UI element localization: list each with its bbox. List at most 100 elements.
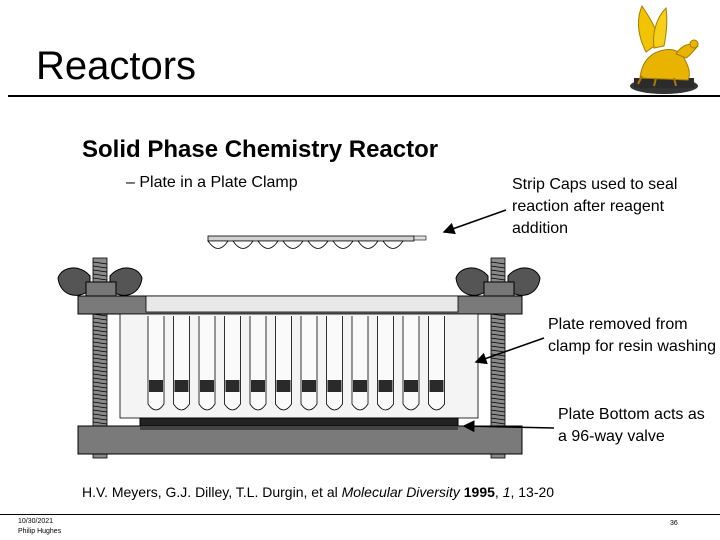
- screw-thread: [490, 269, 506, 273]
- screw-thread: [92, 421, 108, 425]
- screw-thread: [92, 309, 108, 313]
- strip-cap: [257, 240, 279, 249]
- strip-caps: [207, 235, 427, 249]
- screw-thread: [92, 329, 108, 333]
- resin-bead: [327, 380, 342, 392]
- screw-thread: [92, 437, 108, 441]
- screw-thread: [490, 337, 506, 341]
- screw-thread: [92, 357, 108, 361]
- screw-thread: [490, 305, 506, 309]
- screw-thread: [490, 413, 506, 417]
- screw-thread: [92, 353, 108, 357]
- title-divider: [8, 95, 720, 97]
- screw-thread: [490, 321, 506, 325]
- citation-pages: , 13-20: [510, 484, 555, 500]
- screw-thread: [92, 401, 108, 405]
- callout-plate-bottom: Plate Bottom acts as a 96-way valve: [558, 406, 705, 445]
- reaction-well: [198, 316, 216, 411]
- screw-thread: [490, 277, 506, 281]
- screw-thread: [92, 337, 108, 341]
- screw-thread: [490, 325, 506, 329]
- screw-thread: [490, 421, 506, 425]
- screw-thread: [92, 393, 108, 397]
- screw-thread: [92, 425, 108, 429]
- reaction-well: [275, 316, 292, 411]
- resin-bead: [276, 380, 291, 392]
- screw-thread: [490, 345, 506, 349]
- screw-thread: [92, 269, 108, 273]
- griffin-logo-icon: [630, 4, 699, 94]
- citation-journal: Molecular Diversity: [341, 484, 460, 500]
- screw-thread: [490, 357, 506, 361]
- reaction-well: [377, 316, 394, 411]
- resin-bead: [429, 380, 444, 392]
- resin-bead: [404, 380, 418, 392]
- screw-thread: [490, 445, 506, 449]
- screw-thread: [92, 265, 108, 269]
- screw-thread: [92, 449, 108, 453]
- resin-bead: [149, 380, 163, 392]
- left-clamp-screw: [57, 257, 143, 459]
- screw-thread: [92, 345, 108, 349]
- reaction-well: [402, 316, 420, 411]
- resin-bead: [353, 380, 367, 392]
- screw-thread: [490, 273, 506, 277]
- screw-thread: [92, 341, 108, 345]
- screw-thread: [92, 277, 108, 281]
- screw-thread: [92, 301, 108, 305]
- screw-thread: [490, 261, 506, 265]
- screw-thread: [92, 381, 108, 385]
- screw-thread: [92, 361, 108, 365]
- screw-thread: [490, 365, 506, 369]
- screw-thread: [490, 429, 506, 433]
- screw-thread: [92, 433, 108, 437]
- screw-thread: [490, 317, 506, 321]
- resin-bead: [225, 380, 240, 392]
- screw-thread: [490, 449, 506, 453]
- screw-thread: [92, 397, 108, 401]
- screw-thread: [490, 385, 506, 389]
- strip-cap: [307, 240, 329, 249]
- screw-thread: [490, 417, 506, 421]
- strip-cap: [207, 240, 229, 249]
- citation-volume: 1: [502, 484, 511, 500]
- screw-thread: [92, 313, 108, 317]
- footer-divider: [0, 514, 720, 515]
- screw-thread: [92, 305, 108, 309]
- screw-thread: [490, 313, 506, 317]
- screw-thread: [92, 365, 108, 369]
- screw-thread: [92, 445, 108, 449]
- screw-thread: [490, 329, 506, 333]
- slide-subtitle: Solid Phase Chemistry Reactor: [82, 136, 439, 163]
- screw-thread: [490, 377, 506, 381]
- reaction-well: [224, 316, 241, 411]
- screw-thread: [490, 369, 506, 373]
- bullet-plate-clamp: – Plate in a Plate Clamp: [126, 174, 298, 191]
- reaction-well: [173, 316, 190, 411]
- screw-thread: [490, 397, 506, 401]
- reaction-well: [300, 316, 318, 411]
- screw-thread: [490, 381, 506, 385]
- screw-thread: [92, 429, 108, 433]
- citation-authors: H.V. Meyers, G.J. Dilley, T.L. Durgin, e…: [82, 484, 342, 500]
- strip-cap: [232, 240, 254, 249]
- strip-cap: [357, 240, 379, 249]
- reaction-well: [351, 316, 369, 411]
- citation-year: 1995: [463, 484, 495, 500]
- screw-thread: [490, 401, 506, 405]
- reaction-well: [326, 316, 343, 411]
- screw-thread: [92, 317, 108, 321]
- screw-thread: [490, 437, 506, 441]
- screw-thread: [490, 373, 506, 377]
- screw-thread: [92, 417, 108, 421]
- screw-thread: [92, 385, 108, 389]
- reaction-wells: [147, 316, 445, 411]
- screw-thread: [490, 393, 506, 397]
- screw-thread: [92, 273, 108, 277]
- reaction-well: [249, 316, 267, 411]
- strip-cap: [382, 240, 404, 249]
- screw-thread: [490, 333, 506, 337]
- resin-bead: [174, 380, 189, 392]
- screw-thread: [490, 353, 506, 357]
- page-number: 36: [670, 520, 678, 527]
